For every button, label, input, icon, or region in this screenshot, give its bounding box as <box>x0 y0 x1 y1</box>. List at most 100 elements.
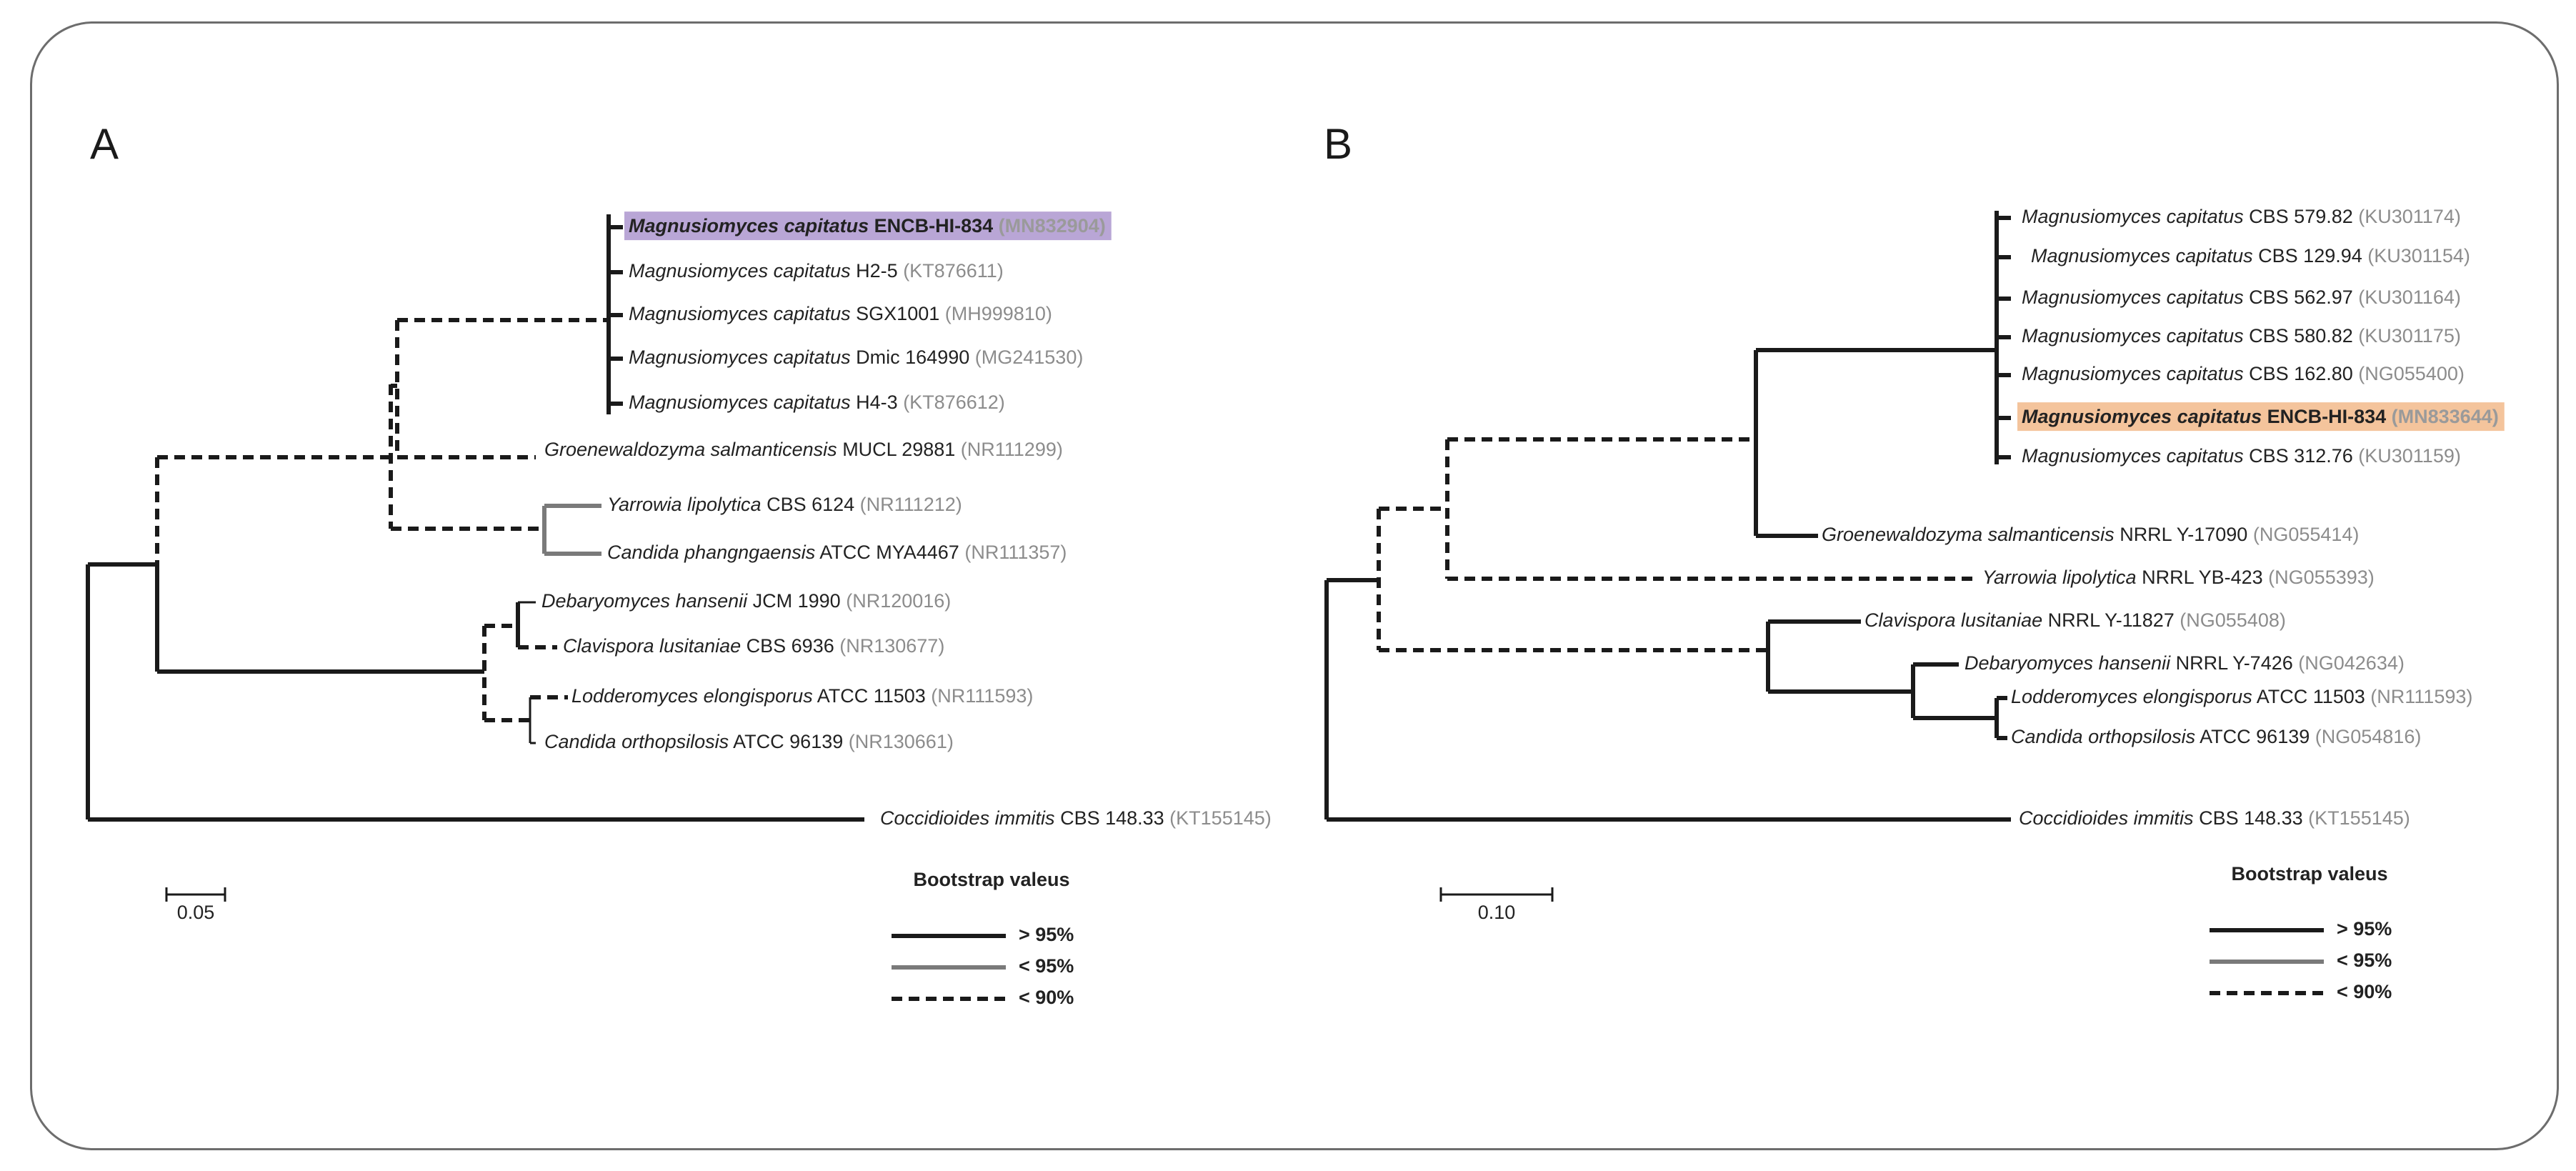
scale-bar: 0.05 <box>165 887 226 923</box>
taxon-name: Magnusiomyces capitatus H4-3 (KT876612) <box>629 392 1005 413</box>
species-name: Magnusiomyces capitatus <box>629 303 851 324</box>
strain-id: CBS 129.94 <box>2253 245 2362 266</box>
legend-label: < 90% <box>2337 981 2392 1002</box>
species-name: Coccidioides immitis <box>880 807 1055 829</box>
taxon-label: Groenewaldozyma salmanticensis NRRL Y-17… <box>1822 524 2359 545</box>
strain-id: H2-5 <box>851 260 898 281</box>
legend-label: < 90% <box>1019 987 1074 1008</box>
taxon-label: Lodderomyces elongisporus ATCC 11503 (NR… <box>2011 686 2472 707</box>
strain-id: CBS 148.33 <box>2194 807 2303 829</box>
scale-label: 0.05 <box>177 902 215 923</box>
bootstrap-legend: Bootstrap valeus> 95%< 95%< 90% <box>2210 863 2392 1002</box>
panel-letter: B <box>1324 120 1352 168</box>
strain-id: NRRL Y-7426 <box>2170 652 2293 674</box>
strain-id: SGX1001 <box>851 303 940 324</box>
strain-id: Dmic 164990 <box>851 347 970 368</box>
accession-id: (NG055400) <box>2353 363 2465 384</box>
taxon-name: Lodderomyces elongisporus ATCC 11503 (NR… <box>2011 686 2472 707</box>
accession-id: (KU301159) <box>2353 445 2461 467</box>
taxon-label: Yarrowia lipolytica NRRL YB-423 (NG05539… <box>1982 567 2375 588</box>
accession-id: (NG055414) <box>2247 524 2359 545</box>
accession-id: (NG042634) <box>2293 652 2405 674</box>
taxon-name: Clavispora lusitaniae CBS 6936 (NR130677… <box>563 635 944 657</box>
species-name: Groenewaldozyma salmanticensis <box>1822 524 2115 545</box>
bootstrap-legend: Bootstrap valeus> 95%< 95%< 90% <box>892 869 1074 1008</box>
strain-id: CBS 6936 <box>741 635 834 657</box>
taxon-name: Magnusiomyces capitatus CBS 562.97 (KU30… <box>2022 286 2461 308</box>
taxon-name: Magnusiomyces capitatus CBS 162.80 (NG05… <box>2022 363 2465 384</box>
taxon-name: Coccidioides immitis CBS 148.33 (KT15514… <box>2019 807 2410 829</box>
figure-frame <box>30 21 2559 1150</box>
strain-id: ATCC MYA4467 <box>815 542 959 563</box>
species-name: Magnusiomyces capitatus <box>2022 363 2244 384</box>
taxon-label: Magnusiomyces capitatus CBS 162.80 (NG05… <box>2022 363 2465 384</box>
accession-id: (NG054816) <box>2310 726 2421 747</box>
taxon-name: Magnusiomyces capitatus H2-5 (KT876611) <box>629 260 1004 281</box>
taxon-name: Groenewaldozyma salmanticensis NRRL Y-17… <box>1822 524 2359 545</box>
taxon-name: Magnusiomyces capitatus CBS 312.76 (KU30… <box>2022 445 2461 467</box>
species-name: Candida phangngaensis <box>607 542 815 563</box>
accession-id: (KT876612) <box>898 392 1005 413</box>
legend-title: Bootstrap valeus <box>2231 863 2387 885</box>
taxon-name: Candida orthopsilosis ATCC 96139 (NR1306… <box>544 731 954 752</box>
species-name: Yarrowia lipolytica <box>607 494 762 515</box>
species-name: Candida orthopsilosis <box>2011 726 2195 747</box>
panel-b: B Magnusiomyces capitatus CBS 579.82 (KU3… <box>1324 120 2505 1002</box>
species-name: Lodderomyces elongisporus <box>2011 686 2252 707</box>
species-name: Magnusiomyces capitatus <box>629 260 851 281</box>
accession-id: (NR111593) <box>926 685 1034 707</box>
taxon-label: Groenewaldozyma salmanticensis MUCL 2988… <box>544 439 1063 460</box>
taxon-name: Yarrowia lipolytica CBS 6124 (NR111212) <box>607 494 962 515</box>
accession-id: (NR111593) <box>2365 686 2473 707</box>
accession-id: (KT876611) <box>898 260 1004 281</box>
taxon-name: Debaryomyces hansenii NRRL Y-7426 (NG042… <box>1965 652 2405 674</box>
taxon-label: Clavispora lusitaniae NRRL Y-11827 (NG05… <box>1864 609 2286 631</box>
species-name: Magnusiomyces capitatus <box>629 392 851 413</box>
strain-id: CBS 562.97 <box>2244 286 2353 308</box>
taxon-name: Candida orthopsilosis ATCC 96139 (NG0548… <box>2011 726 2421 747</box>
strain-id: JCM 1990 <box>747 590 841 612</box>
strain-id: MUCL 29881 <box>837 439 956 460</box>
species-name: Yarrowia lipolytica <box>1982 567 2137 588</box>
taxon-label: Debaryomyces hansenii NRRL Y-7426 (NG042… <box>1965 652 2405 674</box>
accession-id: (KU301175) <box>2353 325 2461 347</box>
accession-id: (NR111357) <box>959 542 1067 563</box>
taxon-name: Lodderomyces elongisporus ATCC 11503 (NR… <box>571 685 1033 707</box>
taxon-name: Magnusiomyces capitatus CBS 129.94 (KU30… <box>2031 245 2470 266</box>
species-name: Magnusiomyces capitatus <box>2031 245 2253 266</box>
species-name: Magnusiomyces capitatus <box>2022 406 2262 427</box>
species-name: Magnusiomyces capitatus <box>629 347 851 368</box>
accession-id: (NR120016) <box>841 590 952 612</box>
scale-label: 0.10 <box>1478 902 1516 923</box>
taxon-name: Coccidioides immitis CBS 148.33 (KT15514… <box>880 807 1272 829</box>
strain-id: CBS 312.76 <box>2244 445 2353 467</box>
accession-id: (NG055393) <box>2263 567 2375 588</box>
taxon-label: Candida orthopsilosis ATCC 96139 (NG0548… <box>2011 726 2421 747</box>
taxon-name: Magnusiomyces capitatus CBS 580.82 (KU30… <box>2022 325 2461 347</box>
species-name: Debaryomyces hansenii <box>541 590 748 612</box>
taxon-name: Magnusiomyces capitatus ENCB-HI-834 (MN8… <box>629 215 1106 236</box>
strain-id: NRRL YB-423 <box>2137 567 2263 588</box>
strain-id: ATCC 96139 <box>2195 726 2310 747</box>
strain-id: ATCC 96139 <box>729 731 843 752</box>
species-name: Magnusiomyces capitatus <box>2022 286 2244 308</box>
strain-id: CBS 580.82 <box>2244 325 2353 347</box>
accession-id: (KU301174) <box>2353 206 2461 227</box>
strain-id: CBS 148.33 <box>1055 807 1164 829</box>
species-name: Magnusiomyces capitatus <box>2022 445 2244 467</box>
accession-id: (MG241530) <box>969 347 1083 368</box>
taxon-label: Magnusiomyces capitatus H2-5 (KT876611) <box>629 260 1004 281</box>
species-name: Lodderomyces elongisporus <box>571 685 813 707</box>
taxon-label: Debaryomyces hansenii JCM 1990 (NR120016… <box>541 590 951 612</box>
accession-id: (NR130661) <box>843 731 954 752</box>
taxon-label: Magnusiomyces capitatus CBS 129.94 (KU30… <box>2031 245 2470 266</box>
strain-id: CBS 579.82 <box>2244 206 2353 227</box>
taxon-label: Magnusiomyces capitatus CBS 562.97 (KU30… <box>2022 286 2461 308</box>
taxon-name: Magnusiomyces capitatus SGX1001 (MH99981… <box>629 303 1052 324</box>
accession-id: (NR130677) <box>834 635 945 657</box>
highlight-box <box>2017 402 2505 432</box>
taxon-label: Magnusiomyces capitatus Dmic 164990 (MG2… <box>629 347 1083 368</box>
accession-id: (KT155145) <box>1164 807 1272 829</box>
species-name: Clavispora lusitaniae <box>563 635 741 657</box>
